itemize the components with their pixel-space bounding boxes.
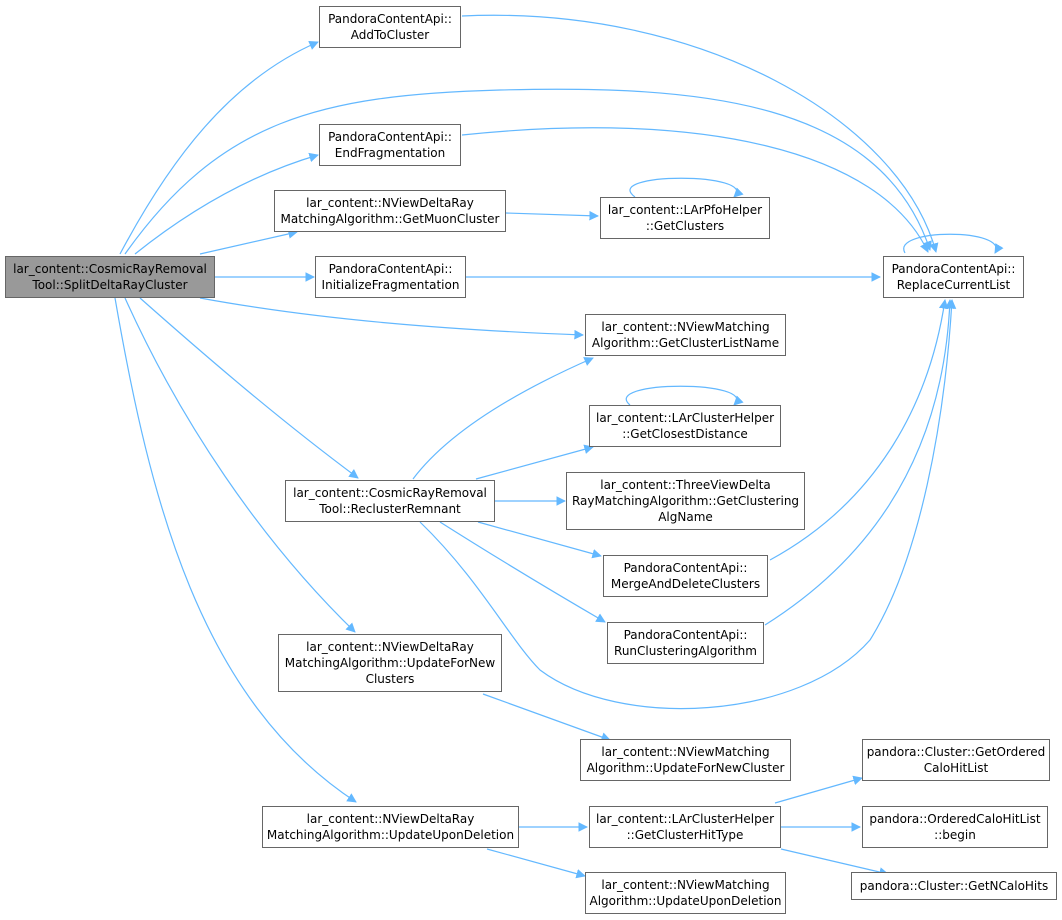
node-label: lar_content::LArClusterHelper [595,411,775,425]
edge-recluster-runclustering [439,521,606,623]
node-mergeanddeleteclusters[interactable]: PandoraContentApi:: MergeAndDeleteCluste… [603,555,768,597]
node-getclusteringalgname[interactable]: lar_content::ThreeViewDelta RayMatchingA… [566,472,805,530]
node-orderedcalohitlist-begin[interactable]: pandora::OrderedCaloHitList ::begin [862,806,1048,848]
node-label: ::GetClosestDistance [622,427,748,441]
node-label: lar_content::NViewMatching [601,745,770,759]
node-endfragmentation[interactable]: PandoraContentApi:: EndFragmentation [319,124,461,166]
edge-root-recluster [139,297,359,479]
node-label: PandoraContentApi:: [623,628,748,642]
edge-root-endfrag [134,152,319,255]
edge-root-getmuon [199,229,298,255]
node-label: lar_content::NViewDeltaRay [306,640,474,654]
node-initializefragmentation[interactable]: PandoraContentApi:: InitializeFragmentat… [315,256,466,298]
edge-mergedelete-replace [769,299,949,561]
node-label: ReplaceCurrentList [896,278,1011,292]
node-getclosestdistance[interactable]: lar_content::LArClusterHelper ::GetClose… [589,405,781,447]
edge-updateupon-updateuponnv [486,848,586,879]
node-updatefornewclusters[interactable]: lar_content::NViewDeltaRay MatchingAlgor… [278,634,502,692]
edge-hittype-ncalohits [780,848,889,877]
node-label: lar_content::CosmicRayRemoval [13,262,207,276]
node-label: PandoraContentApi:: [891,262,1016,276]
edge-recluster-clusterlistname [412,357,594,480]
node-label: lar_content::NViewMatching [601,320,770,334]
edge-root-updatefornew [124,297,356,633]
node-label: Tool::SplitDeltaRayCluster [32,278,188,292]
node-label: Algorithm::GetClusterListName [591,336,780,350]
edge-getmuon-pfogetclusters [505,210,599,221]
node-updateupondeletion[interactable]: lar_content::NViewDeltaRay MatchingAlgor… [262,806,519,848]
node-label: lar_content::LArPfoHelper [607,203,763,217]
node-label: AlgName [658,510,713,524]
node-replacecurrentlist[interactable]: PandoraContentApi:: ReplaceCurrentList [883,256,1024,298]
edge-root-updateupon [114,297,357,803]
node-updatefornewcluster[interactable]: lar_content::NViewMatching Algorithm::Up… [580,739,791,781]
node-pfo-getclusters[interactable]: lar_content::LArPfoHelper ::GetClusters [600,197,770,239]
edge-endfrag-replace [461,127,929,253]
node-label: ::GetClusters [645,219,725,233]
node-label: PandoraContentApi:: [328,262,453,276]
node-getncalohits[interactable]: pandora::Cluster::GetNCaloHits [851,872,1057,900]
node-label: lar_content::NViewMatching [601,878,770,892]
edge-recluster-mergedelete [477,521,602,559]
edge-closest-self [625,385,744,406]
edge-pfo-self [629,177,744,198]
node-label: lar_content::LArClusterHelper [595,812,775,826]
node-label: MatchingAlgorithm::GetMuonCluster [280,212,500,226]
node-label: pandora::Cluster::GetOrdered [866,745,1046,759]
node-getclusterhittype[interactable]: lar_content::LArClusterHelper ::GetClust… [589,806,781,848]
node-label: Algorithm::UpdateForNewCluster [586,761,785,775]
node-label: MergeAndDeleteClusters [610,577,761,591]
edge-root-addtocluster [119,41,319,255]
node-label: ::begin [934,828,976,842]
node-label: lar_content::NViewDeltaRay [306,812,475,826]
edge-root-replace-top [124,88,932,255]
node-label: pandora::OrderedCaloHitList [869,812,1041,826]
node-label: lar_content::NViewDeltaRay [306,196,474,210]
node-root-splitdeltaraycluster[interactable]: lar_content::CosmicRayRemoval Tool::Spli… [5,256,215,298]
node-label: MatchingAlgorithm::UpdateUponDeletion [266,828,515,842]
edge-recluster-closestdist [475,444,594,480]
node-label: RunClusteringAlgorithm [614,644,757,658]
node-label: CaloHitList [923,761,989,775]
node-label: PandoraContentApi:: [623,561,748,575]
node-getorderedcalohitlist[interactable]: pandora::Cluster::GetOrdered CaloHitList [862,739,1050,781]
node-label: pandora::Cluster::GetNCaloHits [859,879,1049,893]
node-nviewmatching-updateupondeletion[interactable]: lar_content::NViewMatching Algorithm::Up… [585,872,786,914]
edge-root-clusterlistname [199,297,584,340]
node-label: lar_content::ThreeViewDelta [600,478,771,492]
edge-replace-self [903,233,1004,254]
node-addtocluster[interactable]: PandoraContentApi:: AddToCluster [319,6,461,48]
node-getmuoncluster[interactable]: lar_content::NViewDeltaRay MatchingAlgor… [274,190,506,232]
node-getclusterlistname[interactable]: lar_content::NViewMatching Algorithm::Ge… [585,314,786,356]
node-label: InitializeFragmentation [321,278,460,292]
node-label: lar_content::CosmicRayRemoval [293,486,487,500]
edge-addtocluster-replace [461,14,939,253]
node-label: EndFragmentation [334,146,446,160]
edge-updatefornew-updatefornewcluster [482,693,611,742]
node-label: MatchingAlgorithm::UpdateForNew [284,656,496,670]
edge-recluster-replace [419,299,957,710]
node-label: Algorithm::UpdateUponDeletion [589,894,782,908]
node-label: RayMatchingAlgorithm::GetClustering [571,494,800,508]
node-runclusteringalgorithm[interactable]: PandoraContentApi:: RunClusteringAlgorit… [607,622,764,664]
node-label: PandoraContentApi:: [328,12,452,26]
edge-runclustering-replace [764,299,955,626]
node-label: ::GetClusterHitType [626,828,744,842]
node-label: PandoraContentApi:: [328,130,452,144]
node-label: Tool::ReclusterRemnant [319,502,461,516]
node-reclusterremnant[interactable]: lar_content::CosmicRayRemoval Tool::Recl… [285,480,495,522]
node-label: AddToCluster [350,28,430,42]
node-label: Clusters [365,672,415,686]
edge-hittype-orderedcalo [774,775,863,804]
